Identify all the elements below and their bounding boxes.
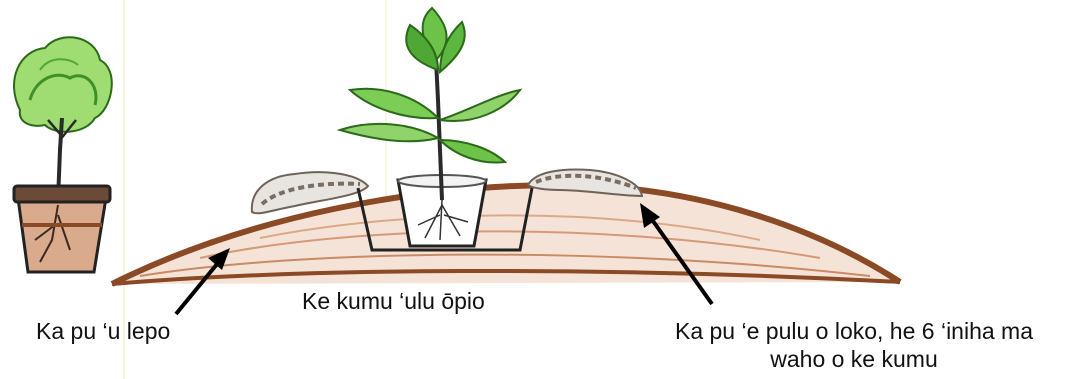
seedling-leaf <box>440 140 505 163</box>
potted-tree <box>14 37 112 272</box>
mulch-label-line-1: Ka pu ‘e pulu o loko, he 6 ‘iniha ma <box>622 317 1086 345</box>
seedling <box>340 8 520 200</box>
seedling-label: Ke kumu ‘ulu ōpio <box>302 287 485 315</box>
pot-body <box>18 198 106 272</box>
mulch-label: Ka pu ‘e pulu o loko, he 6 ‘iniha ma wah… <box>622 317 1086 373</box>
seedling-leaf <box>340 124 438 141</box>
pot-rim <box>14 186 110 202</box>
soil-mound-label: Ka pu ‘u lepo <box>36 317 170 345</box>
seedling-leaf <box>350 89 438 118</box>
mulch-label-line-2: waho o ke kumu <box>622 345 1086 373</box>
seedling-leaf <box>440 90 520 121</box>
soil-mound <box>112 185 900 284</box>
tree-canopy <box>14 37 112 132</box>
